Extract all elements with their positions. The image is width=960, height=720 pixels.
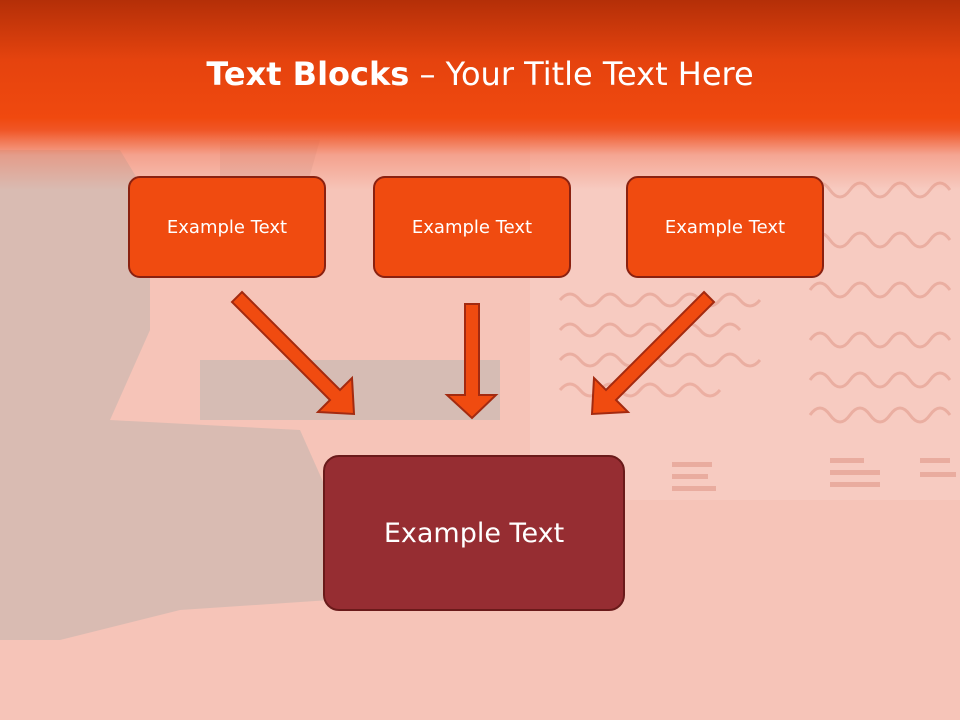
bg-small-print: [672, 458, 956, 491]
title-bar: [0, 0, 960, 190]
slide-title: Text Blocks – Your Title Text Here: [0, 52, 960, 96]
title-separator: –: [409, 55, 446, 93]
text-block-2-label: Example Text: [411, 216, 533, 238]
bg-script-rows: [558, 181, 952, 424]
title-rest: Your Title Text Here: [445, 55, 754, 93]
text-block-2[interactable]: Example Text: [373, 176, 571, 278]
text-block-main[interactable]: Example Text: [323, 455, 625, 611]
text-block-3-label: Example Text: [664, 216, 786, 238]
text-block-1-label: Example Text: [166, 216, 288, 238]
arrow-right-diagonal: [590, 290, 716, 416]
arrow-left-diagonal: [230, 290, 356, 416]
text-block-3[interactable]: Example Text: [626, 176, 824, 278]
bg-grey-shape: [0, 150, 340, 640]
text-block-1[interactable]: Example Text: [128, 176, 326, 278]
text-block-main-label: Example Text: [383, 517, 565, 549]
arrow-center-down: [444, 303, 499, 420]
title-bold: Text Blocks: [206, 55, 410, 93]
